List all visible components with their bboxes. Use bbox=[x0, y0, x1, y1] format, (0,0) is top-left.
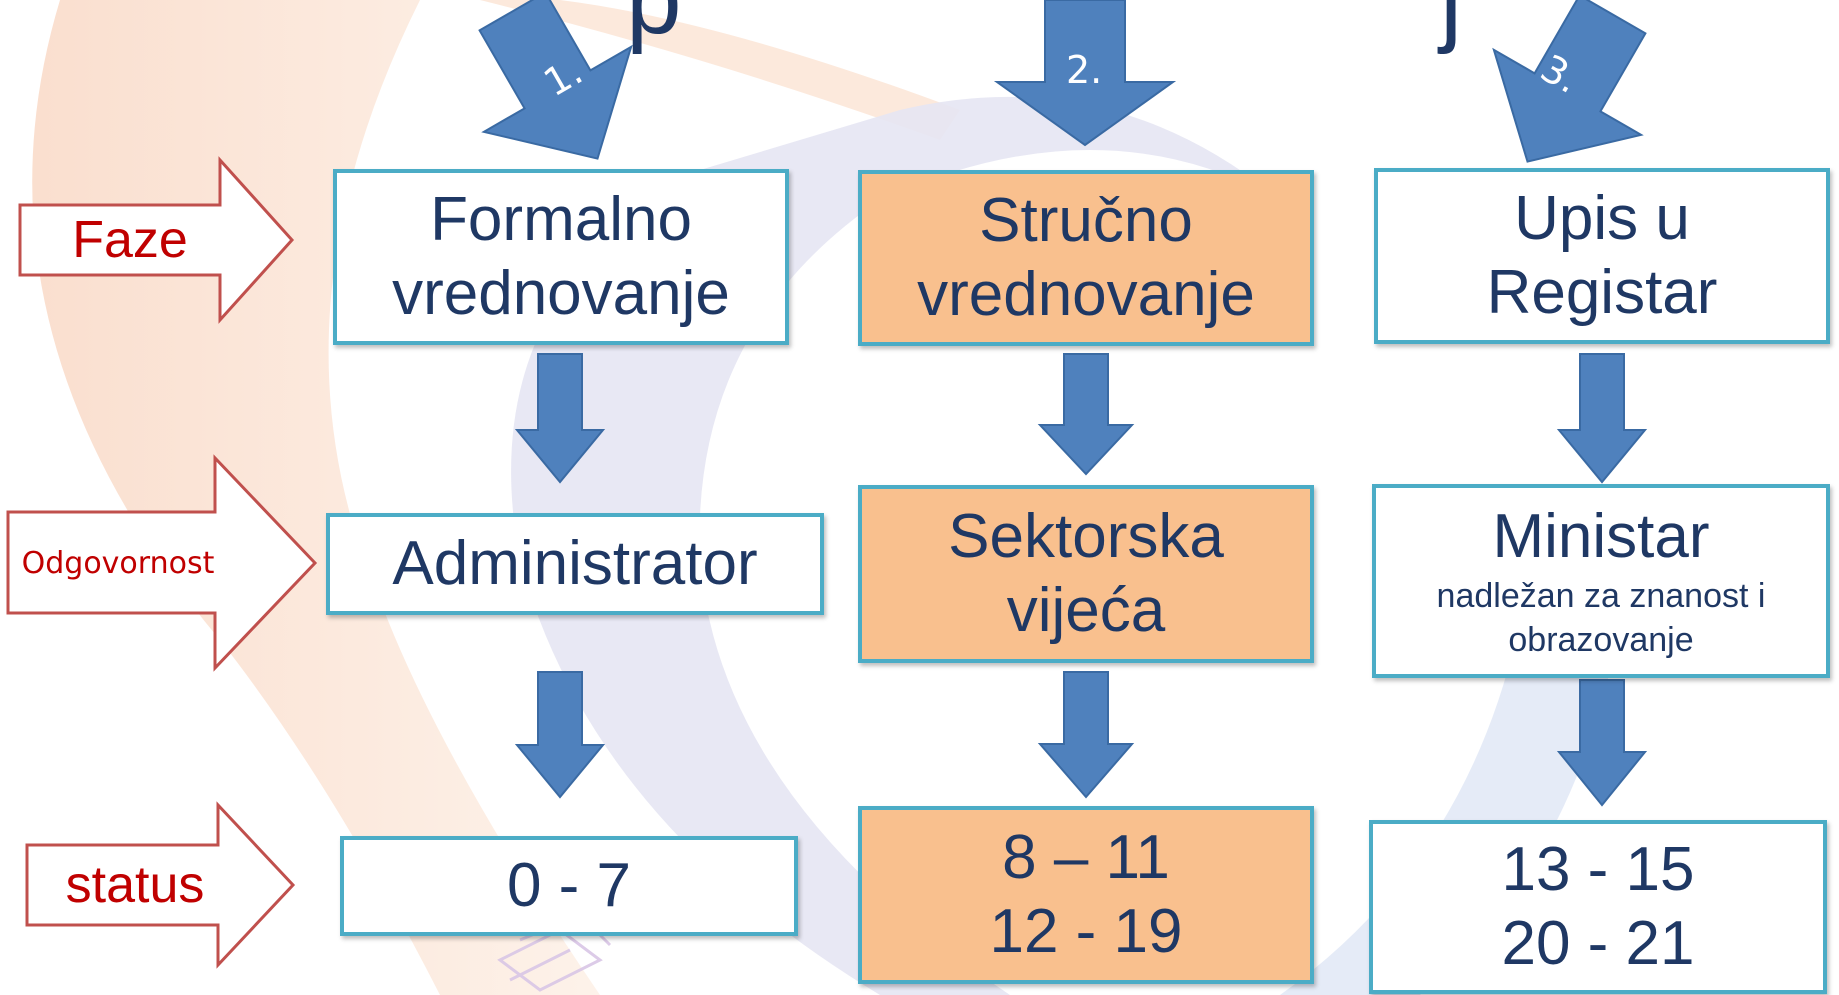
status-box-column-1: 0 - 7 bbox=[340, 836, 798, 936]
phase-box-strucno-line-1: Stručno bbox=[979, 186, 1193, 255]
column-1-arrow-down-icon bbox=[514, 353, 606, 484]
status-label-arrow bbox=[25, 801, 296, 969]
responsibility-administrator-text: Administrator bbox=[392, 529, 758, 598]
status-column-3-line-1: 13 - 15 bbox=[1501, 835, 1695, 904]
status-column-3-line-2: 20 - 21 bbox=[1501, 909, 1695, 978]
odgovornost-label: Odgovornost bbox=[21, 546, 215, 581]
blue-swoosh-right-decoration bbox=[1280, 620, 1620, 995]
responsibility-box-ministar: Ministar nadležan za znanost i obrazovan… bbox=[1372, 484, 1830, 678]
heading-fragment-right: j bbox=[1440, 0, 1462, 57]
faze-label: Faze bbox=[72, 211, 188, 269]
responsibility-ministar-note-line-2: obrazovanje bbox=[1508, 621, 1694, 659]
faze-label-arrow bbox=[18, 156, 295, 324]
responsibility-sektorska-line-2: vijeća bbox=[1006, 576, 1166, 645]
phase-box-upis: Upis u Registar bbox=[1374, 168, 1830, 344]
orange-swoosh-upper-decoration bbox=[480, 0, 960, 140]
phase-box-formalno-line-1: Formalno bbox=[430, 185, 692, 254]
responsibility-ministar-note-line-1: nadležan za znanost i bbox=[1436, 577, 1766, 615]
phase-box-strucno-line-2: vrednovanje bbox=[917, 260, 1255, 329]
column-2-arrow-down-2-icon bbox=[1037, 671, 1135, 799]
responsibility-box-sektorska: Sektorska vijeća bbox=[858, 485, 1314, 663]
heading-fragment-left: p bbox=[626, 0, 682, 57]
status-column-2-line-1: 8 – 11 bbox=[1002, 823, 1170, 892]
column-2-arrow-down-icon bbox=[1037, 353, 1135, 476]
status-label: status bbox=[65, 856, 205, 914]
phase-box-formalno: Formalno vrednovanje bbox=[333, 169, 789, 345]
status-box-column-2: 8 – 11 12 - 19 bbox=[858, 806, 1314, 984]
phase-box-upis-line-2: Registar bbox=[1486, 258, 1718, 327]
column-3-arrow-down-icon bbox=[1556, 353, 1648, 484]
phase-number-2: 2. bbox=[1066, 48, 1103, 92]
column-3-arrow-down-2-icon bbox=[1556, 679, 1648, 807]
phase-1-arrow-icon bbox=[478, 0, 633, 160]
status-column-2-line-2: 12 - 19 bbox=[989, 897, 1183, 966]
odgovornost-label-arrow bbox=[6, 454, 318, 672]
responsibility-sektorska-line-1: Sektorska bbox=[948, 502, 1224, 571]
status-box-column-3: 13 - 15 20 - 21 bbox=[1369, 820, 1827, 994]
status-column-1-text: 0 - 7 bbox=[506, 851, 632, 920]
responsibility-ministar-title: Ministar bbox=[1492, 502, 1710, 571]
column-1-arrow-down-2-icon bbox=[514, 671, 606, 799]
phase-3-arrow-icon bbox=[1492, 0, 1647, 163]
responsibility-box-administrator: Administrator bbox=[326, 513, 824, 615]
phase-2-arrow-icon bbox=[993, 0, 1177, 147]
phase-box-strucno: Stručno vrednovanje bbox=[858, 170, 1314, 346]
phase-box-formalno-line-2: vrednovanje bbox=[392, 259, 730, 328]
phase-box-upis-line-1: Upis u bbox=[1514, 184, 1690, 253]
